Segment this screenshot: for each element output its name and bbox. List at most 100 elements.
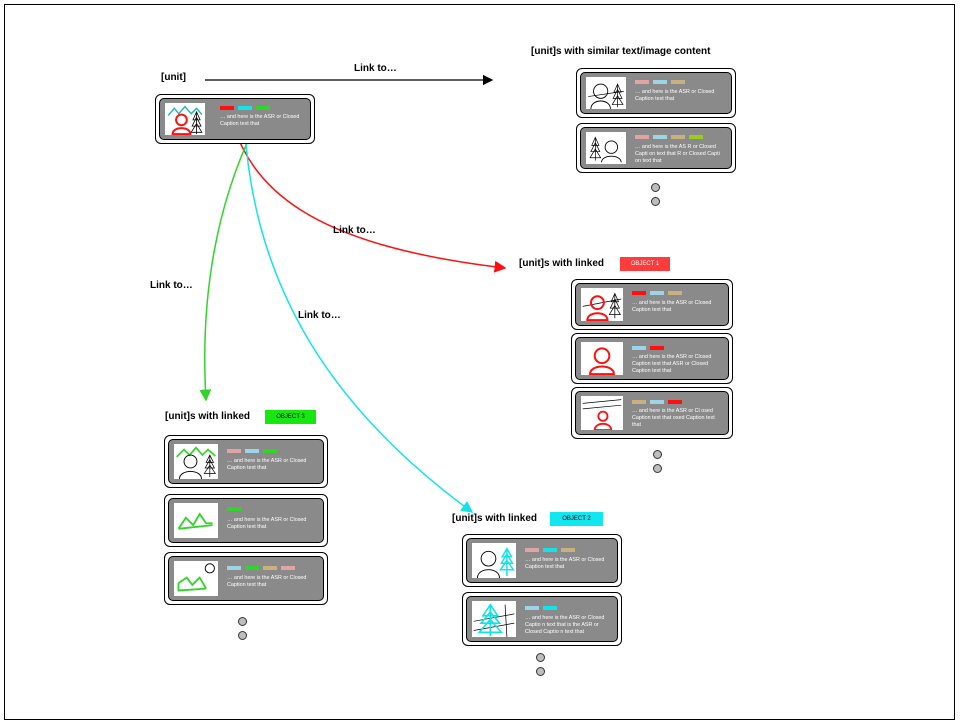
tag-swatch-lightblue (653, 135, 667, 139)
tag-swatch-pink (281, 566, 295, 570)
link-to-label-object1: Link to… (333, 225, 376, 236)
object2-heading: [unit]s with linked (452, 513, 537, 524)
tree-icon (608, 292, 621, 319)
person-icon (171, 113, 192, 135)
caption-text: … and here is the ASR or Closed Caption … (632, 354, 712, 374)
object3-badge: OBJECT 3 (265, 410, 316, 424)
more-indicator-dot (651, 197, 660, 206)
more-indicator-dot (238, 631, 247, 640)
object1-badge: OBJECT 1 (620, 257, 670, 271)
tree-icon (477, 603, 504, 637)
source-thumbnail (165, 103, 205, 135)
tag-swatch-red (668, 400, 682, 404)
more-indicator-dot (536, 653, 545, 662)
tree-icon (611, 83, 624, 108)
similar-thumbnail-2 (586, 132, 626, 164)
person-icon (590, 83, 611, 109)
tag-swatch-lightblue (650, 291, 664, 295)
sun-icon (204, 563, 215, 574)
more-indicator-dot (238, 617, 247, 626)
more-indicator-dot (653, 464, 662, 473)
caption-text: … and here is the ASR or Closed Caption … (635, 89, 715, 102)
object1-unit-card-3[interactable]: … and here is the ASR or Cl osed Caption… (571, 387, 733, 439)
object1-thumbnail-1 (581, 288, 623, 321)
mountains-icon (177, 512, 213, 530)
person-icon (593, 410, 613, 430)
tag-swatch-cyan (238, 106, 252, 110)
person-icon (476, 550, 500, 578)
tag-swatch-lightblue (227, 566, 241, 570)
caption-text: … and here is the ASR or Closed Caption … (525, 557, 605, 570)
object1-heading: [unit]s with linked (519, 258, 604, 269)
tag-swatch-red (220, 106, 234, 110)
tag-swatch-green (227, 507, 241, 511)
link-to-label-object2: Link to… (298, 310, 341, 321)
object3-unit-card-2[interactable]: … and here is the ASR or Closed Caption … (164, 494, 328, 547)
tag-swatch-tan (263, 566, 277, 570)
object1-thumbnail-2 (581, 342, 623, 375)
link-to-label-object3: Link to… (150, 280, 193, 291)
object2-unit-card-1[interactable]: … and here is the ASR or Closed Caption … (462, 534, 622, 587)
mountains-icon (176, 446, 216, 458)
tag-swatch-pink (227, 449, 241, 453)
more-indicator-dot (651, 183, 660, 192)
tag-swatch-tan (671, 80, 685, 84)
object3-unit-card-3[interactable]: … and here is the ASR or Closed Caption … (164, 552, 328, 605)
object1-thumbnail-3 (581, 396, 623, 430)
similar-thumbnail-1 (586, 77, 626, 109)
tag-swatch-green (256, 106, 270, 110)
tag-swatch-red (650, 346, 664, 350)
similar-unit-card-1[interactable]: … and here is the ASR or Closed Caption … (576, 68, 736, 118)
caption-text: … and here is the ASR or Closed Caption … (227, 458, 307, 471)
object2-unit-card-2[interactable]: … and here is the ASR or Closed Captio n… (462, 592, 622, 646)
person-icon (178, 454, 202, 479)
object1-unit-card-1[interactable]: … and here is the ASR or Closed Caption … (571, 279, 733, 330)
tag-swatch-green (263, 449, 277, 453)
more-indicator-dot (536, 667, 545, 676)
tag-swatch-lightblue (632, 346, 646, 350)
source-unit-card[interactable]: … and here is the ASR or Closed Caption … (155, 94, 315, 144)
more-indicator-dot (653, 450, 662, 459)
object3-thumbnail-3 (174, 561, 218, 596)
tree-icon (190, 110, 203, 135)
object3-thumbnail-2 (174, 503, 218, 538)
tag-swatch-lightblue (245, 449, 259, 453)
tag-swatch-tan (668, 291, 682, 295)
caption-text: … and here is the ASR or Closed Caption … (632, 300, 712, 313)
tag-swatch-cyan (543, 548, 557, 552)
link-to-label-similar: Link to… (354, 63, 397, 74)
tag-swatch-tan (671, 135, 685, 139)
tag-swatch-lightblue (653, 80, 667, 84)
object2-link-arrow (243, 111, 474, 513)
caption-text: … and here is the ASR or Closed Captio n… (525, 615, 605, 635)
object2-thumbnail-2 (472, 601, 516, 637)
tag-swatch-lightblue (650, 400, 664, 404)
tag-swatch-red (632, 291, 646, 295)
caption-text: … and here is the ASR or Closed Caption … (220, 114, 300, 127)
object3-link-arrow (199, 111, 263, 402)
tree-icon (499, 547, 515, 577)
tree-icon (203, 454, 217, 478)
tag-swatch-tan (561, 548, 575, 552)
object2-thumbnail-1 (472, 543, 516, 578)
caption-text: … and here is the AS R or Closed Capti o… (635, 144, 720, 164)
person-icon (601, 140, 622, 163)
similar-heading: [unit]s with similar text/image content (531, 46, 711, 57)
tag-swatch-cyan (543, 606, 557, 610)
mountains-icon (167, 105, 203, 116)
diagram-frame (4, 4, 955, 720)
source-unit-label: [unit] (161, 72, 186, 83)
object2-badge: OBJECT 2 (550, 512, 603, 526)
power-line-icon (582, 399, 622, 410)
tag-swatch-lime (689, 135, 703, 139)
tag-swatch-green (245, 566, 259, 570)
object1-unit-card-2[interactable]: … and here is the ASR or Closed Caption … (571, 333, 733, 384)
tag-swatch-pink (635, 135, 649, 139)
similar-unit-card-2[interactable]: … and here is the AS R or Closed Capti o… (576, 123, 736, 173)
mountains-icon (177, 576, 207, 592)
tag-swatch-pink (635, 80, 649, 84)
person-icon (589, 347, 615, 375)
object3-unit-card-1[interactable]: … and here is the ASR or Closed Caption … (164, 435, 328, 488)
object3-heading: [unit]s with linked (165, 411, 250, 422)
tag-swatch-lightblue (525, 606, 539, 610)
